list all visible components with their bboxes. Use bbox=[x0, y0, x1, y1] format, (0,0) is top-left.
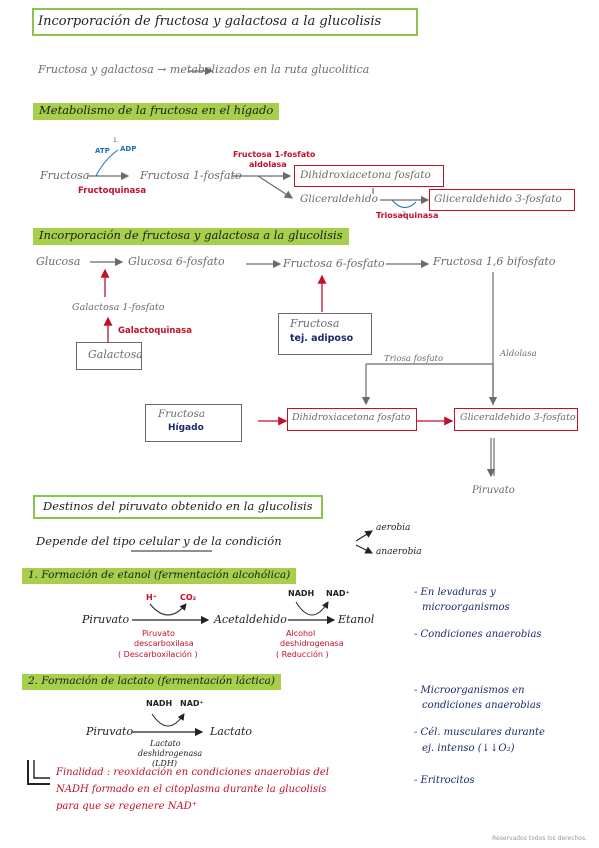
bullet-erythrocytes: - Eritrocitos bbox=[414, 775, 475, 786]
g3p-node-2: Gliceraldehido 3-fosfato bbox=[460, 412, 576, 423]
intro-text: Fructosa y galactosa → metabolizados en … bbox=[38, 63, 370, 76]
fructose-adipose-node: Fructosa bbox=[290, 317, 340, 330]
purpose-line1: Finalidad : reoxidación en condiciones a… bbox=[56, 767, 329, 778]
g3p-box bbox=[429, 189, 575, 211]
bullet-yeast-2: microorganismos bbox=[422, 602, 510, 613]
gal1p-node: Galactosa 1-fosfato bbox=[72, 302, 165, 313]
galactokinase-enzyme: Galactoquinasa bbox=[118, 326, 192, 336]
step-one-label: 1. bbox=[113, 137, 119, 144]
section-heading-incorporation: Incorporación de fructosa y galactosa a … bbox=[33, 228, 349, 245]
proton-label: H⁺ bbox=[146, 593, 157, 602]
nad-label-2: NAD⁺ bbox=[180, 699, 204, 708]
lactate-node: Lactato bbox=[210, 725, 253, 738]
f6p-node: Fructosa 6-fosfato bbox=[283, 257, 385, 270]
acetaldehyde-node: Acetaldehido bbox=[214, 613, 287, 626]
nad-label-1: NAD⁺ bbox=[326, 589, 350, 598]
glucose-node: Glucosa bbox=[36, 255, 81, 268]
liver-label: Hígado bbox=[168, 423, 204, 433]
f1p-node: Fructosa 1-fosfato bbox=[140, 169, 242, 182]
footer-note: Reservados todos los derechos. bbox=[492, 835, 587, 842]
nadh-label-1: NADH bbox=[288, 589, 315, 598]
f16bp-node: Fructosa 1,6 bifosfato bbox=[433, 255, 556, 268]
bullet-microorganisms-2: condiciones anaerobias bbox=[422, 700, 541, 711]
f1p-aldolase-line2: aldolasa bbox=[249, 160, 287, 169]
galactose-node: Galactosa bbox=[88, 348, 143, 361]
nadh-label-2: NADH bbox=[146, 699, 173, 708]
pyruvate-lactate-node: Piruvato bbox=[86, 725, 134, 738]
ethanol-node: Etanol bbox=[338, 613, 375, 626]
fructose-node: Fructosa bbox=[40, 169, 90, 182]
depends-text: Depende del tipo celular y de la condici… bbox=[36, 534, 282, 548]
adipose-tissue-label: tej. adiposo bbox=[290, 333, 354, 344]
pdc-line1: Piruvato bbox=[142, 629, 175, 638]
dhap-box bbox=[294, 165, 444, 187]
purpose-line2: NADH formado en el citoplasma durante la… bbox=[56, 784, 327, 795]
fructose-liver-box bbox=[145, 404, 242, 442]
aldolase-label: Aldolasa bbox=[500, 349, 537, 359]
pdc-line3: ( Descarboxilación ) bbox=[118, 650, 198, 659]
bullet-yeast: - En levaduras y bbox=[414, 587, 496, 598]
bullet-muscle: - Cél. musculares durante bbox=[414, 727, 545, 738]
ldh-line1: Lactato bbox=[150, 739, 181, 748]
subsection-ethanol: 1. Formación de etanol (fermentación alc… bbox=[22, 568, 297, 584]
triose-kinase-enzyme: Triosaquinasa bbox=[376, 211, 439, 220]
g6p-node: Glucosa 6-fosfato bbox=[128, 255, 225, 268]
co2-label: CO₂ bbox=[180, 593, 197, 602]
fructose-adipose-box bbox=[278, 313, 372, 355]
ldh-line2: deshidrogenasa bbox=[138, 749, 203, 758]
anaerobic-label: anaerobia bbox=[376, 547, 422, 557]
bullet-anaerobic: - Condiciones anaerobias bbox=[414, 629, 542, 640]
pdc-line2: descarboxilasa bbox=[134, 639, 194, 648]
f1p-aldolase-line1: Fructosa 1-fosfato bbox=[233, 150, 316, 159]
g3p-node: Gliceraldehido 3-fosfato bbox=[434, 193, 562, 205]
dhap-node-2: Dihidroxiacetona fosfato bbox=[292, 412, 411, 423]
aerobic-label: aerobia bbox=[376, 523, 411, 533]
galactose-box bbox=[76, 342, 142, 370]
pyruvate-node: Piruvato bbox=[472, 485, 515, 496]
ldh-line3: (LDH) bbox=[152, 759, 177, 768]
atp-label: ATP bbox=[95, 147, 110, 155]
adp-label: ADP bbox=[120, 145, 137, 153]
adh-line3: ( Reducción ) bbox=[276, 650, 329, 659]
bullet-muscle-2: ej. intenso (↓↓O₂) bbox=[422, 743, 515, 754]
pyruvate-ethanol-node: Piruvato bbox=[82, 613, 130, 626]
bullet-microorganisms: - Microorganismos en bbox=[414, 685, 525, 696]
adh-line2: deshidrogenasa bbox=[280, 639, 344, 648]
glyceraldehyde-node: Gliceraldehido bbox=[300, 193, 378, 205]
page-title: Incorporación de fructosa y galactosa a … bbox=[38, 14, 382, 29]
section-heading-pyruvate-fates: Destinos del piruvato obtenido en la glu… bbox=[33, 495, 323, 519]
step-two-label: 2. bbox=[402, 211, 408, 218]
purpose-line3: para que se regenere NAD⁺ bbox=[56, 801, 197, 812]
fructose-liver-node: Fructosa bbox=[158, 408, 206, 420]
g3p-box-2 bbox=[454, 408, 578, 431]
dhap-node: Dihidroxiacetona fosfato bbox=[300, 169, 431, 181]
triose-phosphate-label: Triosa fosfato bbox=[384, 354, 444, 364]
adh-line1: Alcohol bbox=[286, 629, 316, 638]
subsection-lactate: 2. Formación de lactato (fermentación lá… bbox=[22, 674, 282, 690]
dhap-box-2 bbox=[287, 408, 417, 431]
fructokinase-enzyme: Fructoquinasa bbox=[78, 186, 147, 196]
section-heading-fructose-liver: Metabolismo de la fructosa en el hígado bbox=[33, 103, 280, 120]
